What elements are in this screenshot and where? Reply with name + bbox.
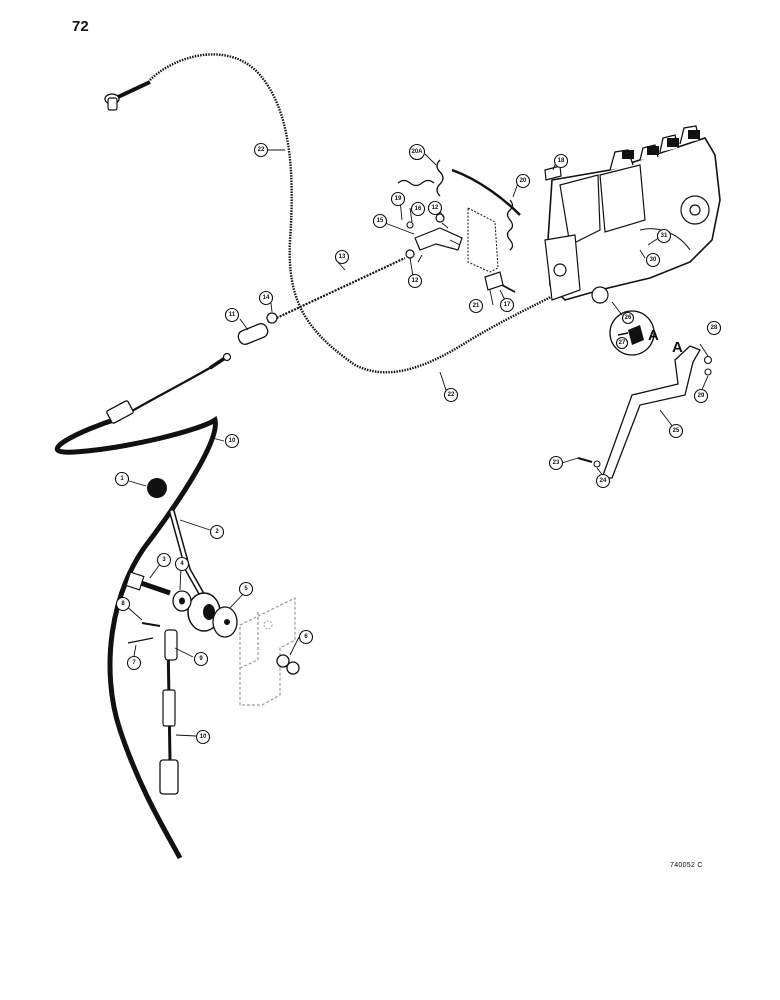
callout-25: 25	[668, 423, 684, 439]
callout-2: 2	[209, 524, 225, 540]
hand-lever-assembly	[125, 478, 238, 661]
rod-nut	[266, 312, 278, 324]
svg-text:21: 21	[473, 303, 480, 309]
callout-20: 20	[515, 173, 531, 189]
callout-10-upper: 10	[224, 433, 240, 449]
svg-text:8: 8	[121, 601, 125, 607]
callout-29: 29	[693, 388, 709, 404]
svg-text:12: 12	[412, 278, 419, 284]
svg-text:20: 20	[520, 178, 527, 184]
svg-text:20A: 20A	[411, 149, 423, 155]
page-number: 72	[72, 18, 89, 35]
svg-text:7: 7	[132, 660, 136, 666]
callout-9: 9	[193, 651, 209, 667]
callout-7: 7	[126, 655, 142, 671]
svg-text:16: 16	[415, 206, 422, 212]
svg-text:2: 2	[215, 529, 219, 535]
svg-text:3: 3	[162, 557, 166, 563]
svg-text:13: 13	[339, 254, 346, 260]
svg-text:31: 31	[661, 233, 668, 239]
callout-27: 27	[615, 336, 629, 350]
callout-21: 21	[468, 298, 484, 314]
svg-text:23: 23	[553, 460, 560, 466]
clevis	[164, 629, 178, 661]
svg-text:30: 30	[650, 257, 657, 263]
callout-4: 4	[174, 556, 190, 572]
bracket-a-label: A	[672, 339, 683, 356]
detail-a-label: A	[648, 327, 659, 344]
callout-6: 6	[298, 629, 314, 645]
svg-text:26: 26	[625, 315, 632, 321]
svg-text:22: 22	[448, 392, 455, 398]
callout-1: 1	[114, 471, 130, 487]
svg-text:15: 15	[377, 218, 384, 224]
callout-12-upper: 12	[427, 200, 443, 216]
svg-text:10: 10	[229, 438, 236, 444]
svg-text:24: 24	[600, 478, 607, 484]
callout-31: 31	[656, 228, 672, 244]
svg-text:22: 22	[258, 147, 265, 153]
callout-22-lower: 22	[443, 387, 459, 403]
svg-text:1: 1	[120, 476, 124, 482]
callout-28: 28	[706, 320, 722, 336]
callout-22-upper: 22	[253, 142, 269, 158]
throttle-rod	[237, 257, 406, 345]
callout-20a: 20A	[408, 143, 426, 161]
svg-text:25: 25	[673, 428, 680, 434]
lever-knob	[147, 478, 167, 498]
callout-5: 5	[238, 581, 254, 597]
sleeve	[237, 323, 269, 345]
svg-text:29: 29	[698, 393, 705, 399]
callout-24: 24	[595, 473, 611, 489]
callout-11: 11	[224, 307, 240, 323]
svg-text:11: 11	[229, 312, 236, 318]
callout-15: 15	[372, 213, 388, 229]
bracket-a	[577, 345, 713, 479]
callout-10-lower: 10	[195, 729, 211, 745]
callout-18: 18	[553, 153, 569, 169]
callout-23: 23	[548, 455, 564, 471]
pump-bracket	[405, 165, 562, 293]
svg-text:18: 18	[558, 158, 565, 164]
callout-16: 16	[410, 201, 426, 217]
svg-text:6: 6	[304, 634, 308, 640]
callout-19: 19	[390, 191, 406, 207]
figure-code: 740052 C	[670, 862, 703, 869]
svg-text:10: 10	[200, 734, 207, 740]
svg-text:4: 4	[180, 561, 184, 567]
callout-12-lower: 12	[407, 273, 423, 289]
mounting-bracket	[239, 597, 300, 706]
callout-14: 14	[258, 290, 274, 306]
callout-8: 8	[115, 596, 131, 612]
svg-text:27: 27	[619, 340, 626, 346]
svg-text:28: 28	[711, 325, 718, 331]
injection-pump	[544, 125, 721, 304]
svg-text:17: 17	[504, 302, 511, 308]
callout-26: 26	[621, 311, 635, 325]
callout-3: 3	[156, 552, 172, 568]
svg-text:12: 12	[432, 205, 439, 211]
callouts: 1 2 3 4 5 6 7 8 9 10 10 11 12 12 13 14 1…	[114, 142, 722, 745]
svg-text:19: 19	[395, 196, 402, 202]
svg-text:9: 9	[199, 656, 203, 662]
shutoff-cable	[104, 53, 596, 374]
callout-17: 17	[499, 297, 515, 313]
callout-30: 30	[645, 252, 661, 268]
callout-13: 13	[334, 249, 350, 265]
svg-text:14: 14	[263, 295, 270, 301]
svg-text:5: 5	[244, 586, 248, 592]
